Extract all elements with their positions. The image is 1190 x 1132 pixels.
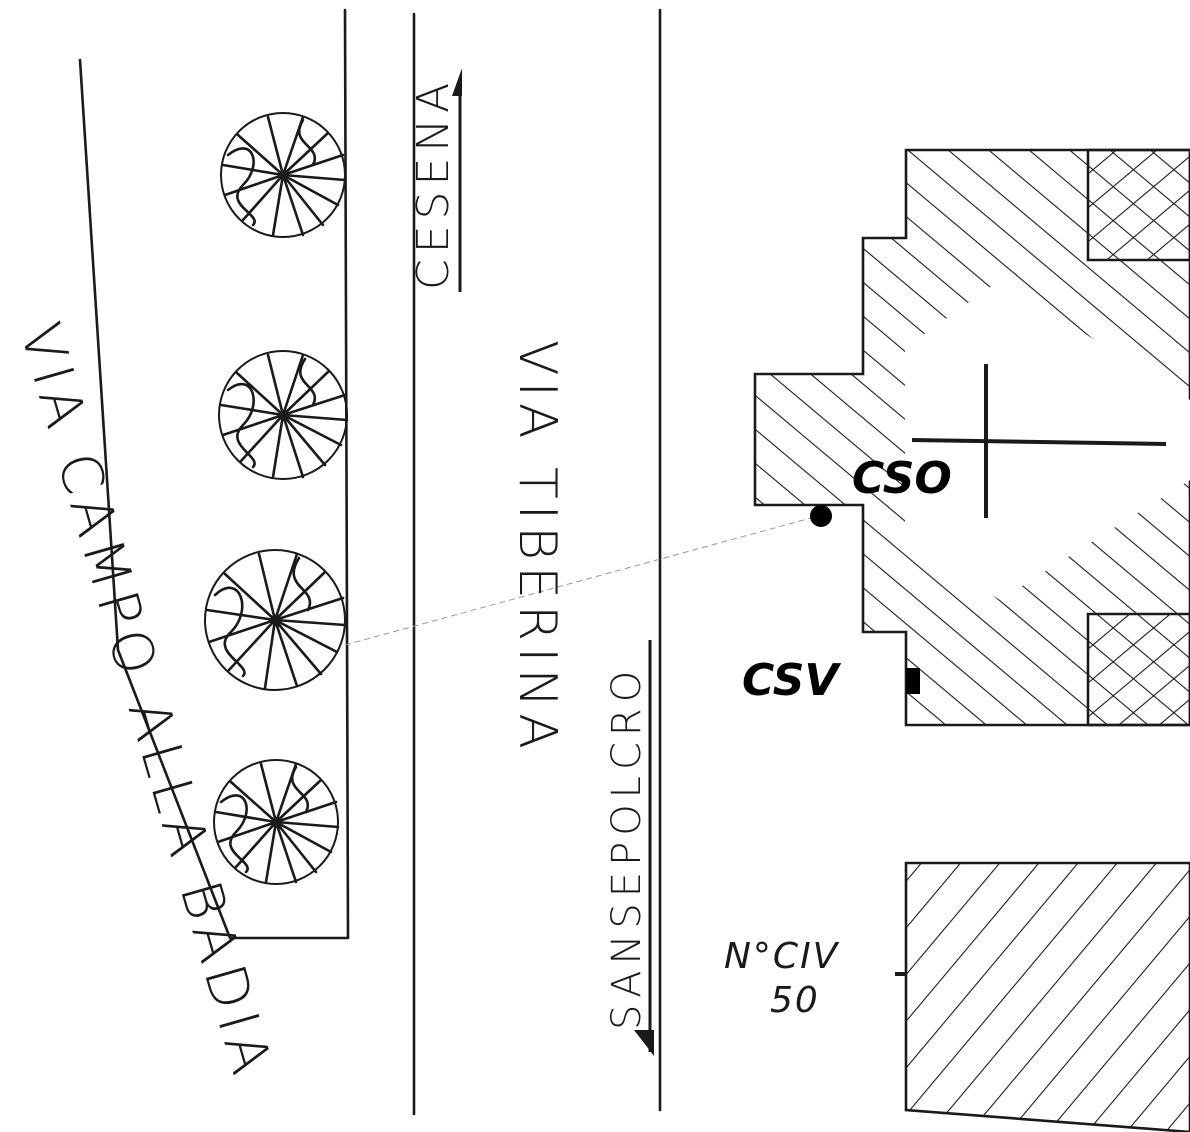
direction-north: CESENA [408, 68, 462, 292]
direction-south: SANSEPOLCRO [604, 640, 654, 1056]
building-secondary [895, 861, 1190, 1132]
cso-marker-icon [810, 505, 832, 527]
street-label-via-tiberina: VIA TIBERINA [507, 340, 567, 755]
survey-line [344, 514, 823, 646]
building-wing-north [1086, 148, 1190, 262]
street-label-via-campo-alla-badia: VIA CAMPO ALLA BADIA [7, 316, 285, 1087]
house-number-label: N°CIV [724, 936, 840, 977]
building-main [753, 148, 1190, 727]
tree-row [204, 112, 349, 885]
tree-icon [218, 350, 349, 480]
arrow-down-icon [634, 1030, 654, 1056]
tree-icon [213, 759, 340, 885]
direction-label-south: SANSEPOLCRO [604, 665, 650, 1030]
road-edges [412, 8, 662, 1116]
csv-marker-icon [906, 668, 920, 694]
tree-icon [220, 112, 347, 238]
csv-label: CSV [742, 655, 841, 706]
direction-label-north: CESENA [408, 77, 459, 290]
courtyard [905, 280, 1190, 600]
cso-label: CSO [852, 453, 952, 504]
tree-icon [204, 549, 347, 691]
house-number-value: 50 [770, 980, 820, 1021]
building-wing-south [1086, 612, 1190, 727]
sidewalk-outline [78, 8, 350, 940]
arrow-up-icon [452, 68, 462, 96]
